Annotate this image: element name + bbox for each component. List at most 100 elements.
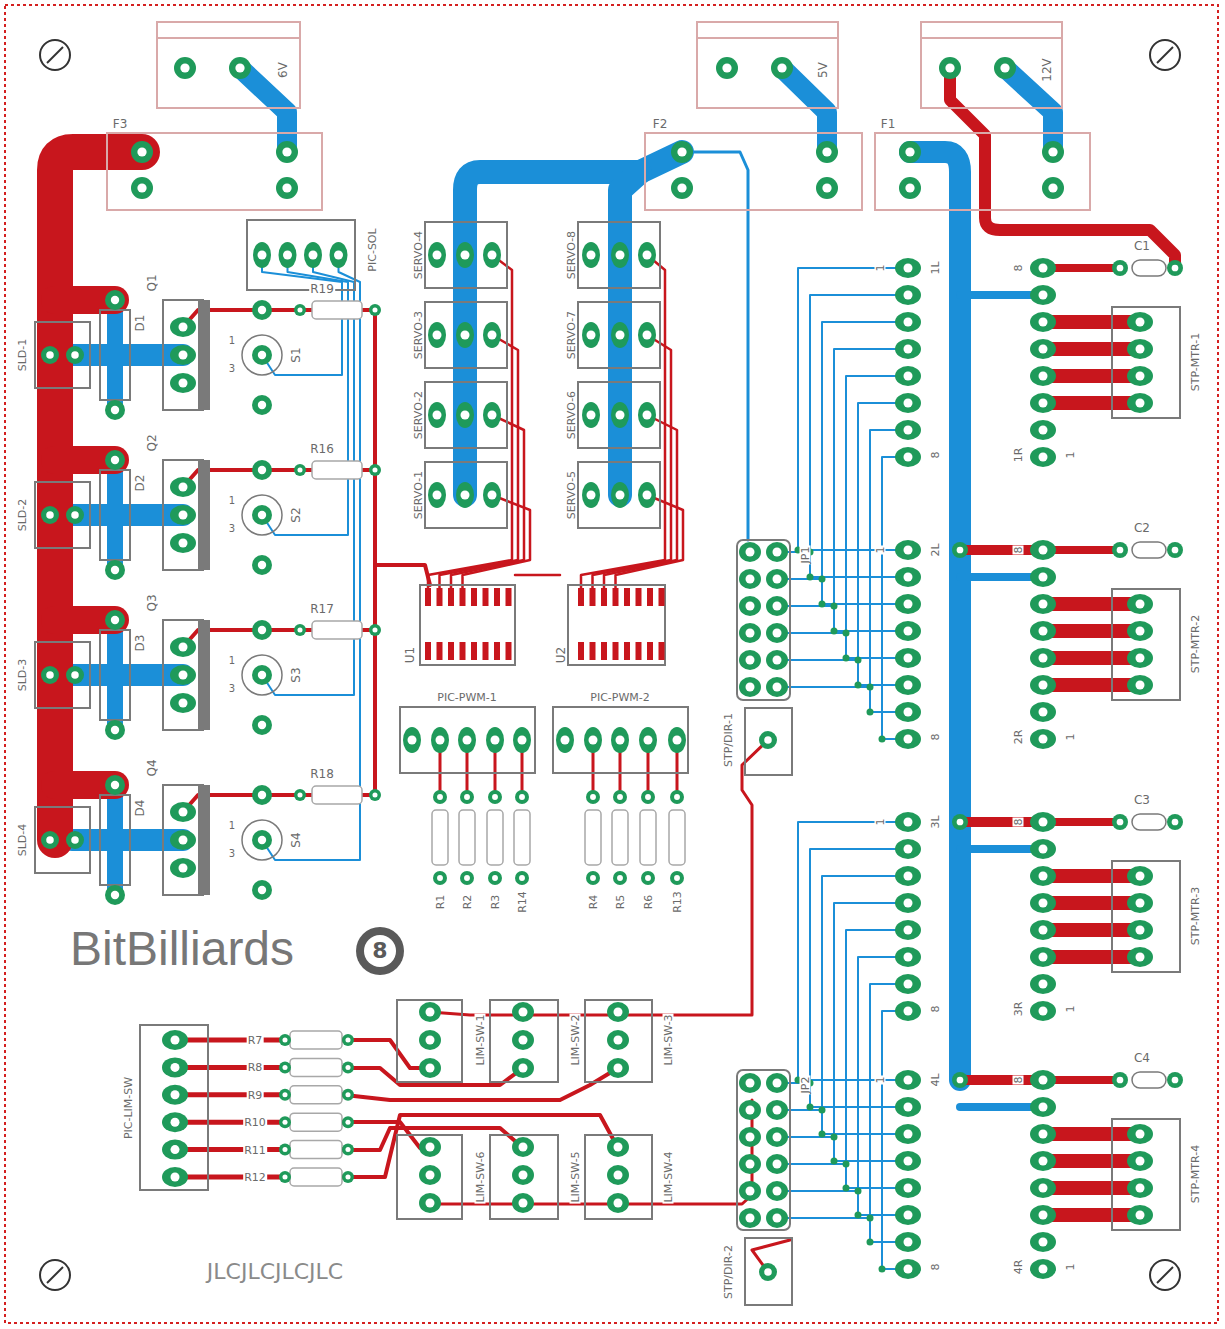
resistor-symbol xyxy=(312,301,362,319)
oval-pad xyxy=(403,727,421,753)
drill-hole xyxy=(1048,183,1057,192)
drill-hole xyxy=(616,411,625,420)
through-hole-pad xyxy=(1167,1072,1183,1088)
oval-pad xyxy=(456,482,474,508)
through-hole-pad xyxy=(252,620,272,640)
drill-hole xyxy=(408,736,417,745)
through-hole-pad xyxy=(816,177,838,199)
drill-hole xyxy=(433,251,442,260)
oval-pad xyxy=(607,1058,629,1078)
component-outline xyxy=(400,707,535,773)
through-hole-pad xyxy=(369,304,381,316)
copper-trace xyxy=(1043,342,1140,356)
oval-pad xyxy=(170,533,196,553)
smd-pad xyxy=(613,588,619,606)
drill-hole xyxy=(171,1063,180,1072)
resistor-symbol xyxy=(290,1031,342,1049)
oval-pad xyxy=(895,1001,921,1021)
drill-hole xyxy=(426,1171,435,1180)
silkscreen-label: S2 xyxy=(290,506,302,523)
drill-hole xyxy=(1136,1130,1145,1139)
oval-pad xyxy=(170,665,196,685)
copper-trace xyxy=(375,565,430,585)
drill-hole xyxy=(764,1268,772,1276)
drill-hole xyxy=(773,1187,782,1196)
silkscreen-label: SERVO-2 xyxy=(413,390,424,440)
drill-hole xyxy=(111,456,119,464)
silkscreen-label: STP-MTR-4 xyxy=(1190,1144,1201,1204)
oval-pad xyxy=(170,858,196,878)
through-hole-pad xyxy=(369,464,381,476)
smd-pad xyxy=(578,642,584,660)
smd-pad xyxy=(471,588,477,606)
drill-hole xyxy=(179,671,188,680)
resistor-symbol xyxy=(640,810,656,865)
copper-trace xyxy=(782,68,827,152)
oval-pad xyxy=(456,402,474,428)
component-outline xyxy=(745,1238,792,1305)
oval-pad xyxy=(895,893,921,913)
drill-hole xyxy=(590,794,596,800)
drill-hole xyxy=(111,781,119,789)
drill-hole xyxy=(283,251,292,260)
copper-trace xyxy=(72,344,183,366)
drill-hole xyxy=(282,183,291,192)
drill-hole xyxy=(345,1065,350,1070)
silkscreen-label: R12 xyxy=(243,1172,267,1183)
copper-trace xyxy=(1043,651,1140,665)
oval-pad xyxy=(607,1193,629,1213)
oval-pad xyxy=(162,1085,188,1105)
drill-hole xyxy=(372,792,377,797)
oval-pad xyxy=(607,1165,629,1185)
drill-hole xyxy=(1172,1077,1179,1084)
silkscreen-label: SERVO-8 xyxy=(566,230,577,280)
resistor-symbol xyxy=(290,1141,342,1159)
mounting-hole xyxy=(1157,47,1173,63)
through-hole-pad xyxy=(460,871,474,885)
drill-hole xyxy=(258,466,266,474)
oval-pad xyxy=(1030,420,1056,440)
via xyxy=(867,684,874,691)
drill-hole xyxy=(309,251,318,260)
silkscreen-label: 1 xyxy=(875,818,886,827)
resistor-symbol xyxy=(290,1086,342,1104)
component-outline xyxy=(1112,1119,1180,1230)
drill-hole xyxy=(616,736,625,745)
drill-hole xyxy=(1136,681,1145,690)
oval-pad xyxy=(1030,567,1056,587)
oval-pad xyxy=(766,1100,788,1120)
through-hole-pad xyxy=(105,610,125,630)
component-outline xyxy=(35,322,90,388)
drill-hole xyxy=(773,1160,782,1169)
drill-hole xyxy=(179,379,188,388)
smd-pad xyxy=(647,588,653,606)
silkscreen-label: D3 xyxy=(134,634,146,653)
drill-hole xyxy=(904,899,913,908)
drill-hole xyxy=(1039,980,1048,989)
through-hole-pad xyxy=(41,506,59,524)
through-hole-pad xyxy=(252,395,272,415)
component-outline xyxy=(420,585,515,665)
drill-hole xyxy=(904,573,913,582)
through-hole-pad xyxy=(939,57,961,79)
through-hole-pad xyxy=(66,346,84,364)
drill-hole xyxy=(111,616,119,624)
transistor-tab xyxy=(198,785,210,895)
silkscreen-label: JLCJLCJLCJLC xyxy=(206,1261,344,1283)
oval-pad xyxy=(1030,540,1056,560)
component-outline xyxy=(425,302,507,368)
drill-hole xyxy=(1039,372,1048,381)
through-hole-pad xyxy=(252,665,272,685)
silkscreen-label: LIM-SW-6 xyxy=(475,1150,486,1203)
silkscreen-label: STP-MTR-1 xyxy=(1190,332,1201,392)
oval-pad xyxy=(1030,648,1056,668)
through-hole-pad xyxy=(252,300,272,320)
through-hole-pad xyxy=(105,560,125,580)
drill-hole xyxy=(773,1214,782,1223)
oval-pad xyxy=(279,242,297,268)
drill-hole xyxy=(773,629,782,638)
oval-pad xyxy=(1030,1178,1056,1198)
drill-hole xyxy=(1039,600,1048,609)
oval-pad xyxy=(895,447,921,467)
through-hole-pad xyxy=(342,1034,354,1046)
